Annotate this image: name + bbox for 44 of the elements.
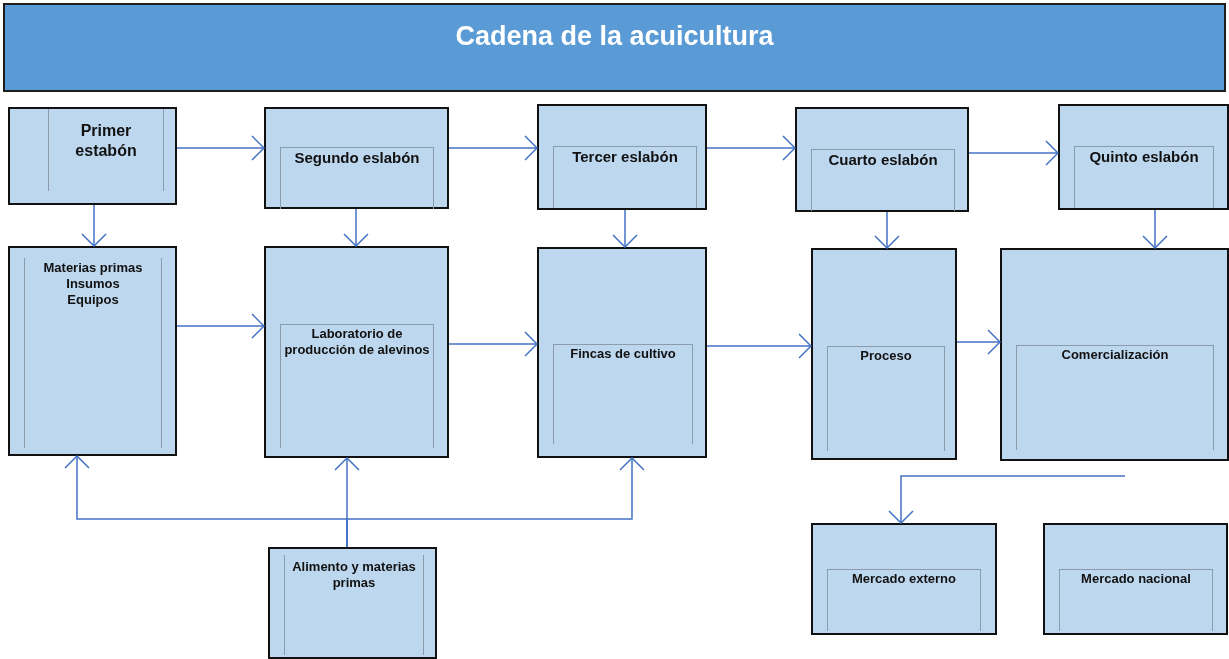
arrow bbox=[612, 209, 638, 248]
arrow bbox=[888, 475, 1126, 524]
node-label: Proceso bbox=[859, 348, 913, 365]
arrow bbox=[956, 329, 1001, 355]
process-box bbox=[811, 523, 997, 635]
process-box bbox=[8, 107, 177, 205]
arrow bbox=[874, 211, 900, 249]
process-box bbox=[1000, 248, 1229, 461]
node-label: Mercado nacional bbox=[1080, 571, 1192, 588]
arrow bbox=[346, 457, 645, 548]
process-box bbox=[8, 246, 177, 456]
arrow bbox=[176, 135, 265, 161]
node-label: Segundo eslabón bbox=[293, 149, 421, 168]
arrow bbox=[448, 135, 538, 161]
diagram-title: Cadena de la acuicultura bbox=[455, 21, 774, 52]
process-box bbox=[1058, 104, 1229, 210]
node-label: Insumos bbox=[65, 276, 121, 293]
process-box bbox=[264, 107, 449, 209]
arrow bbox=[176, 313, 265, 339]
process-box bbox=[537, 247, 707, 458]
node-label: Fincas de cultivo bbox=[569, 346, 677, 363]
node-label: Alimento y materias primas bbox=[291, 559, 417, 592]
arrow bbox=[81, 204, 107, 247]
node-label: Cuarto eslabón bbox=[827, 151, 939, 170]
node-label: Materias primas bbox=[42, 260, 144, 277]
process-box bbox=[537, 104, 707, 210]
node-label: Laboratorio de producción de alevinos bbox=[284, 326, 430, 359]
arrow bbox=[706, 135, 796, 161]
process-box bbox=[264, 246, 449, 458]
arrow bbox=[448, 331, 538, 357]
node-label: Tercer eslabón bbox=[571, 148, 679, 167]
arrow bbox=[343, 208, 369, 247]
node-label: Quinto eslabón bbox=[1088, 148, 1200, 167]
node-label: Primer estabón bbox=[74, 121, 138, 161]
arrow bbox=[1142, 209, 1168, 249]
process-box bbox=[795, 107, 969, 212]
node-label: Comercialización bbox=[1060, 347, 1170, 364]
process-box bbox=[1043, 523, 1228, 635]
node-label: Equipos bbox=[66, 292, 120, 309]
arrow bbox=[968, 140, 1059, 166]
arrow bbox=[706, 333, 812, 359]
process-box bbox=[268, 547, 437, 659]
node-label: Mercado externo bbox=[850, 571, 957, 588]
process-box bbox=[811, 248, 957, 460]
